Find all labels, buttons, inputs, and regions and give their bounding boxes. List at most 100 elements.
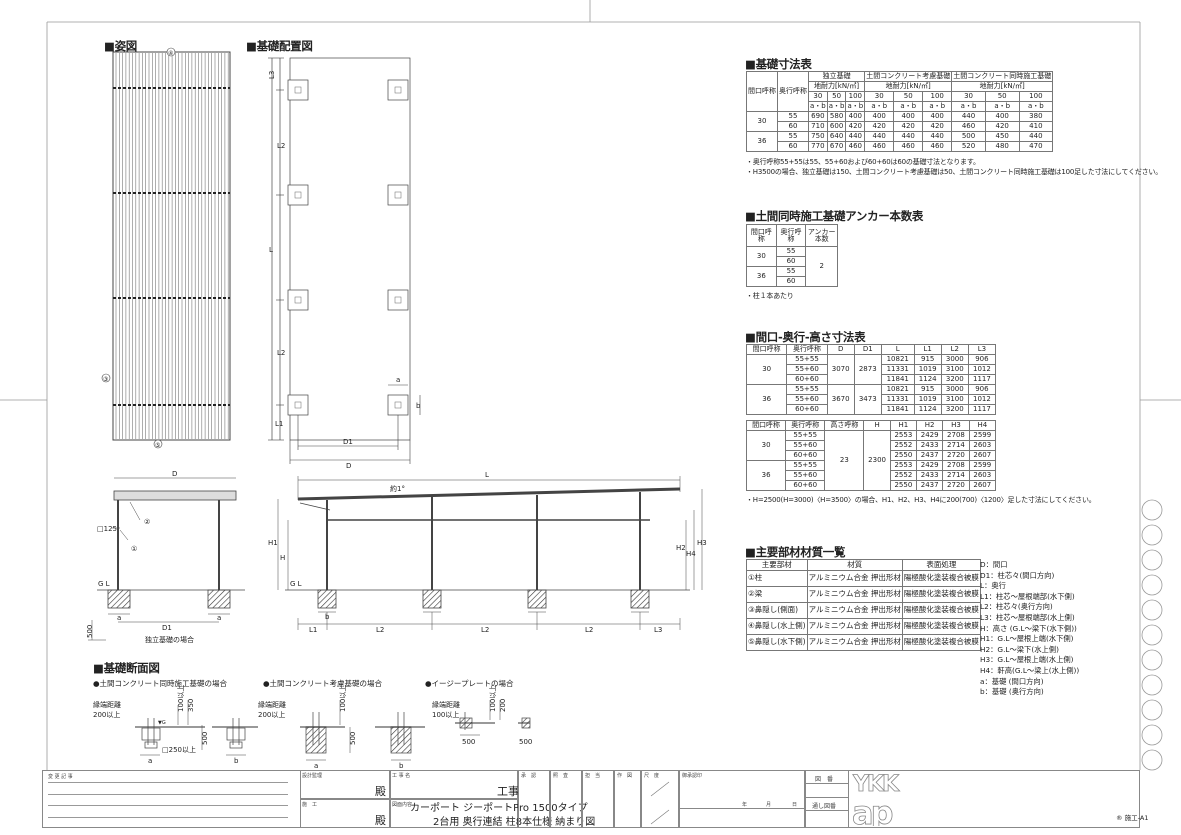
table-cell: 440 bbox=[922, 131, 953, 142]
table-cell: 500 bbox=[951, 131, 986, 142]
table-row: ①柱アルミニウム合金 押出形材陽極酸化塗装複合被膜 bbox=[746, 569, 981, 587]
dim-500: 500 bbox=[86, 625, 94, 638]
table-cell: ①柱 bbox=[746, 569, 808, 587]
header-bearing: 地耐力[kN/㎡] bbox=[951, 81, 1054, 92]
legend-item: H1：G.L～屋根上端(水下側) bbox=[980, 634, 1074, 644]
header-depth: 奥行呼称 bbox=[775, 224, 807, 247]
table-cell: 770 bbox=[808, 141, 828, 152]
legend-item: L：奥行 bbox=[980, 581, 1006, 591]
dim-L2: L2 bbox=[376, 626, 384, 634]
table-cell: 460 bbox=[893, 141, 924, 152]
table-cell: 380 bbox=[1018, 111, 1054, 122]
header-ab: a・b bbox=[845, 101, 866, 112]
table-cell: 3000 bbox=[940, 354, 969, 365]
column-header: 間口呼称 bbox=[745, 420, 787, 431]
table-cell: 600 bbox=[826, 121, 847, 132]
column-header: L2 bbox=[940, 344, 969, 355]
col-approval: 承 認 bbox=[521, 773, 537, 779]
table-cell: アルミニウム合金 押出形材 bbox=[806, 633, 903, 651]
dim-L3: L3 bbox=[268, 71, 276, 79]
table-cell: 2550 bbox=[889, 480, 918, 491]
date-month: 月 bbox=[766, 802, 772, 808]
d1-cell: 3473 bbox=[853, 384, 882, 415]
anchor-note: ・柱１本あたり bbox=[746, 292, 794, 300]
column-header: 間口呼称 bbox=[745, 344, 788, 355]
col-scale: 尺 度 bbox=[644, 773, 660, 779]
sheet-number-label: 図 番 bbox=[815, 776, 834, 783]
header-opening: 間口呼称 bbox=[746, 224, 777, 247]
table-cell: 陽極酸化塗装複合被膜 bbox=[901, 633, 981, 651]
table-cell: 420 bbox=[893, 121, 924, 132]
table-cell: 2607 bbox=[968, 450, 997, 461]
column-header: 主要部材 bbox=[746, 559, 808, 571]
heading-size-table: ■間口-奥行-高さ寸法表 bbox=[745, 330, 866, 344]
legend-item: D：間口 bbox=[980, 560, 1008, 569]
table-cell: 915 bbox=[913, 384, 942, 395]
depth-cell: 60+60 bbox=[785, 480, 826, 491]
opening-cell: 36 bbox=[745, 460, 787, 491]
header-opening: 間口呼称 bbox=[746, 71, 778, 112]
table-cell: 11331 bbox=[880, 364, 915, 375]
roof-slope: 約1° bbox=[390, 484, 405, 493]
table-cell: 400 bbox=[893, 111, 924, 122]
table-row: ③鼻隠し(側面)アルミニウム合金 押出形材陽極酸化塗装複合被膜 bbox=[746, 601, 981, 619]
dim-L2: L2 bbox=[585, 626, 593, 634]
depth-cell: 55+60 bbox=[785, 440, 826, 451]
table-cell: ②梁 bbox=[746, 585, 808, 603]
legend-item: H：高さ (G.L～梁下(水下側)) bbox=[980, 623, 1077, 633]
opening-cell: 30 bbox=[746, 246, 777, 267]
depth-cell: 60 bbox=[775, 256, 807, 267]
column-header: 材質 bbox=[806, 559, 903, 571]
header-ab: a・b bbox=[826, 101, 847, 112]
depth-cell: 55+55 bbox=[786, 384, 828, 395]
dim-H1: H1 bbox=[268, 539, 278, 547]
dim-b: b bbox=[399, 762, 404, 770]
date-day: 日 bbox=[792, 802, 798, 808]
header-bearing: 地耐力[kN/㎡] bbox=[807, 81, 866, 92]
d-cell: 3070 bbox=[826, 354, 855, 385]
dim-L3: L3 bbox=[654, 626, 662, 634]
header-type: 土間コンクリート同時施工基礎 bbox=[951, 71, 1054, 82]
table-cell: 2429 bbox=[916, 430, 944, 441]
edge-distance-label: 縁端距離 bbox=[93, 700, 121, 709]
serial-number-label: 通し図番 bbox=[812, 803, 837, 810]
dim-L2: L2 bbox=[277, 349, 285, 357]
drawing-title-line2: 2台用 奥行連結 柱8本仕様 納まり図 bbox=[433, 817, 596, 828]
table-cell: 440 bbox=[951, 111, 986, 122]
table-cell: 440 bbox=[1018, 131, 1054, 142]
drawing-title-line1: カーポート ジーポートPro 1500タイプ bbox=[410, 803, 588, 814]
column-header: H bbox=[863, 420, 891, 431]
post-size: □125 bbox=[97, 525, 117, 533]
section-case-3: ●イージープレートの場合 bbox=[425, 679, 514, 688]
mark-post: ① bbox=[131, 545, 137, 553]
column-header: H3 bbox=[942, 420, 970, 431]
table-cell: 2552 bbox=[889, 470, 918, 481]
front-view-labels: D D1 □125 ① ② G L a a 500 独立基礎の場合 bbox=[86, 470, 221, 644]
front-view-caption: 独立基礎の場合 bbox=[145, 635, 194, 644]
table-cell: 410 bbox=[1018, 121, 1054, 132]
dim-350: 350 bbox=[187, 699, 195, 712]
table-cell: 906 bbox=[967, 354, 997, 365]
svg-text:ap: ap bbox=[852, 794, 893, 826]
header-load: 50 bbox=[893, 91, 924, 102]
table-cell: 3100 bbox=[940, 364, 969, 375]
depth-cell: 60 bbox=[775, 276, 807, 287]
gl-marker: ▼G bbox=[158, 720, 166, 726]
column-header: D bbox=[826, 344, 855, 355]
section-case-2: ●土間コンクリート考慮基礎の場合 bbox=[263, 679, 383, 688]
ground-level: G L bbox=[98, 580, 110, 588]
table-cell: 440 bbox=[893, 131, 924, 142]
table-cell: 440 bbox=[845, 131, 866, 142]
table-cell: 2714 bbox=[942, 470, 970, 481]
dim-b: b bbox=[416, 402, 421, 410]
column-header: L3 bbox=[967, 344, 997, 355]
construction-suffix: 殿 bbox=[375, 814, 386, 827]
dim-a: a bbox=[396, 376, 400, 384]
header-ab: a・b bbox=[893, 101, 924, 112]
